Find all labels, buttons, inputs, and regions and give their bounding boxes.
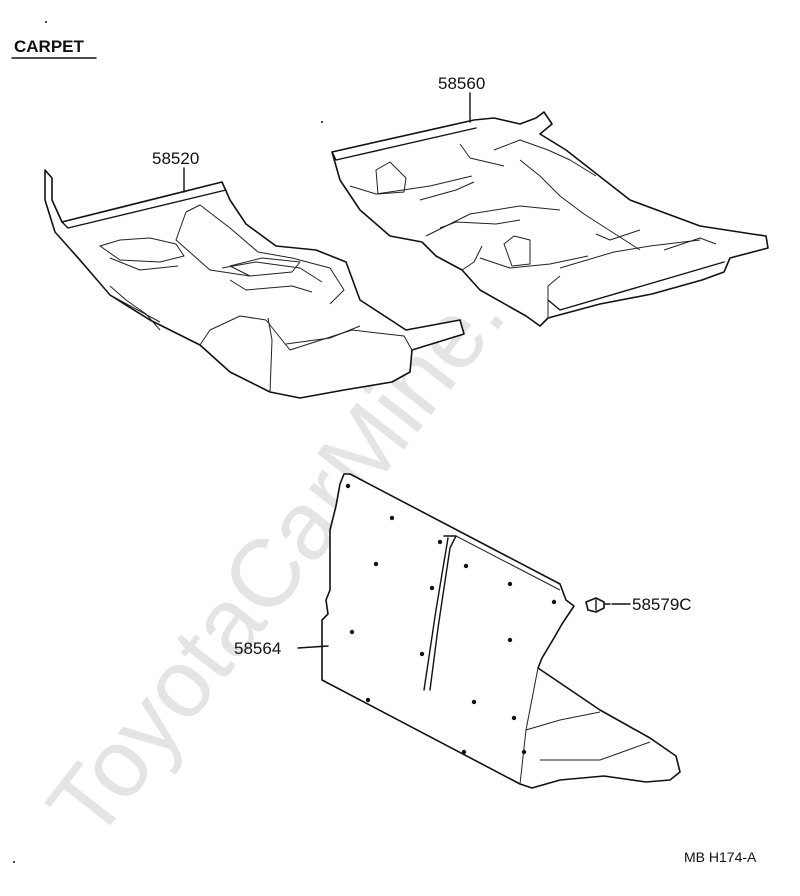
diagram-title: CARPET: [11, 37, 97, 59]
part-label-58520: 58520: [152, 149, 199, 168]
rear-floor-carpet-58560: [331, 111, 769, 327]
part-label-58560: 58560: [438, 74, 485, 93]
clip-58579C: [585, 597, 611, 613]
part-label-58579C: 58579C: [632, 595, 692, 614]
front-floor-carpet-58520: [44, 169, 465, 399]
diagram-code: MB H174-A: [684, 849, 757, 865]
leader-lines: [183, 92, 631, 649]
title-text: CARPET: [14, 37, 85, 56]
part-label-58564: 58564: [234, 639, 281, 658]
leader-58564: [297, 645, 329, 649]
seatback-carpet-58564: [321, 473, 681, 789]
